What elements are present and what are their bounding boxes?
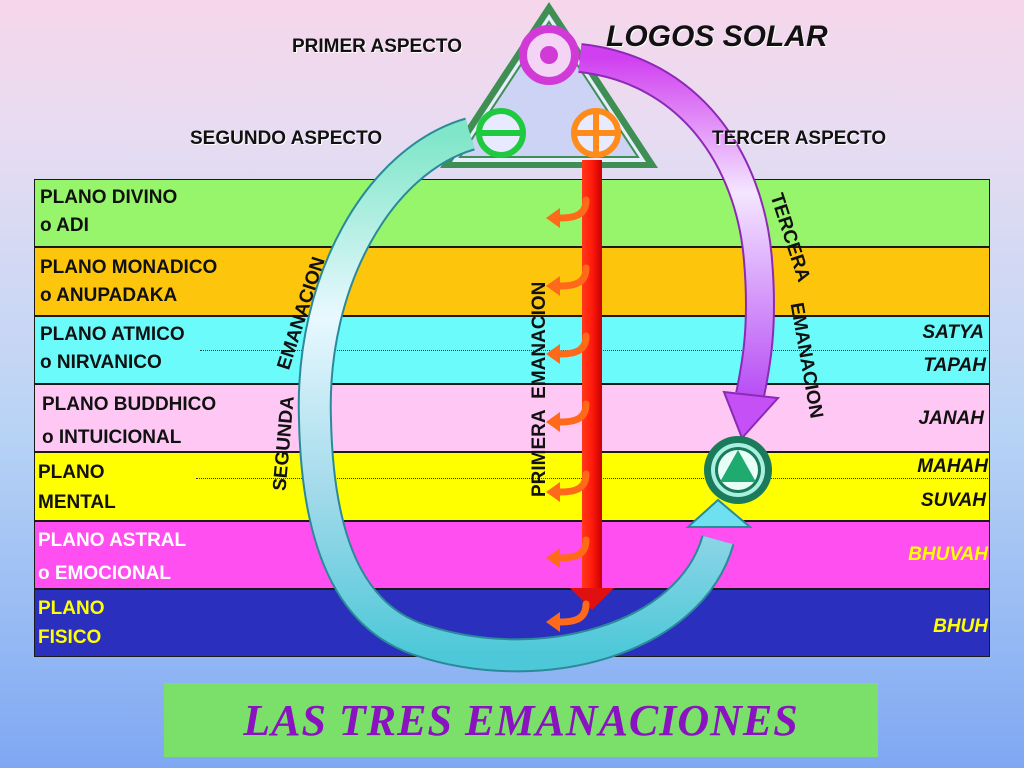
band-buddhico <box>34 384 990 452</box>
sublevel-bhuh: BHUH <box>933 616 988 637</box>
logos-solar-label: LOGOS SOLAR <box>606 20 828 53</box>
sublevel-satya: SATYA <box>922 322 984 343</box>
first-emanation-arrow <box>570 160 614 610</box>
title-banner: LAS TRES EMANACIONES <box>164 683 878 757</box>
sublevel-suvah: SUVAH <box>920 490 986 511</box>
sublevel-janah: JANAH <box>918 408 984 429</box>
band-mental <box>34 452 990 521</box>
third-emanation-arrow <box>578 43 781 440</box>
tercer-aspecto-label: TERCER ASPECTO <box>712 128 887 149</box>
second-emanation-arrow <box>297 117 753 673</box>
second-aspect-circle-minus-icon <box>476 108 526 158</box>
sublevel-bhuvah: BHUVAH <box>908 544 988 565</box>
third-aspect-circle-cross-icon <box>571 108 621 158</box>
hook-arrowheads <box>546 208 560 632</box>
band-divino <box>34 179 990 247</box>
primera-emanacion-label: PRIMERA EMANACION <box>529 281 550 497</box>
hook-arrow-icon <box>556 196 590 626</box>
primer-aspecto-label: PRIMER ASPECTO <box>292 36 462 57</box>
sublevel-tapah: TAPAH <box>923 355 986 376</box>
triangle-in-circle-icon <box>704 436 772 504</box>
first-aspect-circle-icon <box>519 25 579 85</box>
segundo-aspecto-label: SEGUNDO ASPECTO <box>190 128 383 149</box>
page-title: LAS TRES EMANACIONES <box>243 695 799 745</box>
sublevel-mahah: MAHAH <box>917 456 988 477</box>
band-astral <box>34 521 990 589</box>
band-monadico <box>34 247 990 316</box>
